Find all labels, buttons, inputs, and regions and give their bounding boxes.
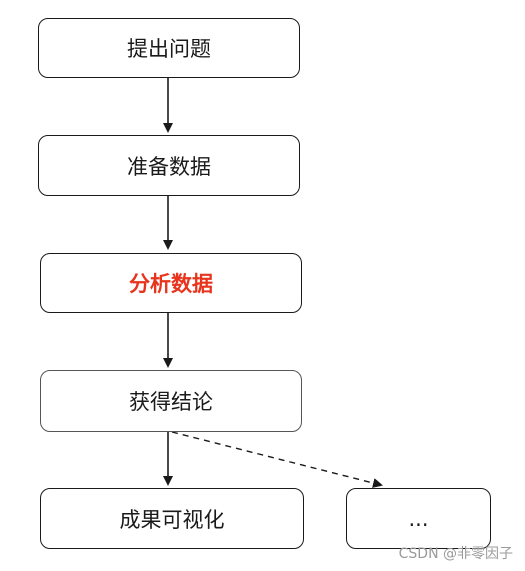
node-analyze-data-label: 分析数据 (129, 272, 213, 296)
node-more-label: ... (408, 506, 429, 531)
node-visualize-results: 成果可视化 (40, 488, 304, 549)
node-prepare-data: 准备数据 (38, 135, 300, 196)
node-draw-conclusion: 获得结论 (40, 370, 302, 432)
node-ask-question: 提出问题 (38, 18, 300, 78)
node-ask-question-label: 提出问题 (127, 37, 211, 61)
watermark: CSDN @非零因子 (398, 546, 513, 562)
dashed-arrow-conclusion-to-more (171, 431, 383, 488)
node-analyze-data: 分析数据 (40, 253, 302, 313)
node-draw-conclusion-label: 获得结论 (129, 390, 213, 414)
node-prepare-data-label: 准备数据 (127, 154, 211, 179)
node-more: ... (346, 488, 491, 549)
node-visualize-results-label: 成果可视化 (119, 507, 225, 532)
